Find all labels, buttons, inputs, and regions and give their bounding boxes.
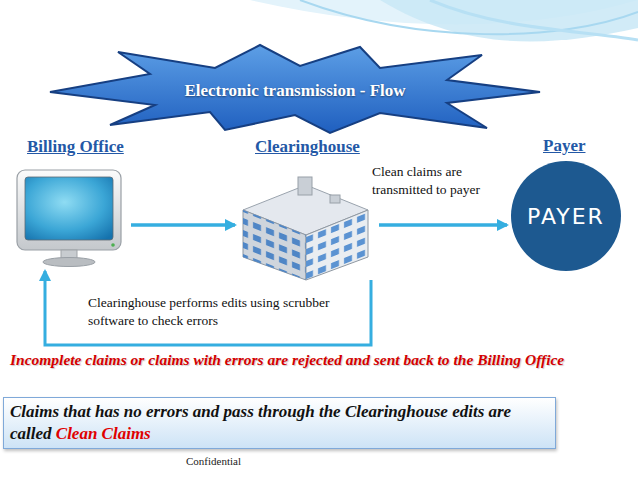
edge-label: Clean claims are transmitted to payer xyxy=(372,163,512,198)
definition-box: Claims that has no errors and pass throu… xyxy=(3,397,556,449)
flow-station: Clearinghouse xyxy=(238,165,373,280)
building-illustration xyxy=(243,177,368,280)
flow-station: Billing Office xyxy=(15,168,125,268)
flow-arrow xyxy=(379,223,507,227)
station-heading: Payer xyxy=(543,136,585,156)
logo-text: PAYER xyxy=(510,204,622,229)
starburst xyxy=(50,45,540,133)
swoosh xyxy=(380,0,638,41)
flow-arrow xyxy=(45,271,371,345)
station-heading: Billing Office xyxy=(27,137,124,157)
swoosh-line xyxy=(430,0,638,40)
building-windows xyxy=(243,210,306,280)
edge-label: Clearinghouse performs edits using scrub… xyxy=(88,294,343,329)
roof-unit xyxy=(298,177,312,195)
station-heading: Clearinghouse xyxy=(255,137,360,157)
diagram-title: Electronic transmission - Flow xyxy=(50,81,540,101)
building-face xyxy=(243,210,306,280)
roof-unit xyxy=(330,195,340,203)
flow-arrow xyxy=(131,223,235,227)
confidential-mark: Confidential xyxy=(186,455,326,467)
building-windows xyxy=(306,210,368,280)
power-light xyxy=(111,243,115,247)
circle-shape xyxy=(511,161,621,271)
monitor-base xyxy=(43,258,95,267)
monitor-screen xyxy=(25,177,113,240)
monitor-illustration xyxy=(17,170,121,267)
building-face xyxy=(306,210,368,280)
payer-circle: PayerPAYER xyxy=(510,160,622,272)
warning-note: Incomplete claims or claims with errors … xyxy=(10,350,570,370)
highlight-term: Clean Claims xyxy=(56,424,151,443)
swoosh-line xyxy=(300,0,638,34)
monitor-bezel xyxy=(17,170,121,250)
